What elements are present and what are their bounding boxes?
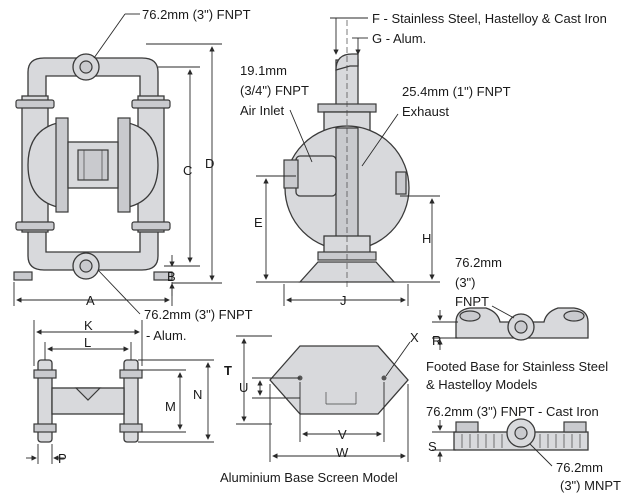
dim-label-e: E <box>254 215 263 230</box>
aluminium-base-view <box>236 335 411 462</box>
dim-label-p: P <box>58 451 67 466</box>
dim-label-t: T <box>224 363 232 378</box>
dim-label-l: L <box>84 335 92 350</box>
castiron-mnpt-thread-label: (3") MNPT <box>560 478 621 493</box>
dim-label-w: W <box>336 445 349 460</box>
air-inlet-thread-label: (3/4") FNPT <box>240 83 309 98</box>
dim-label-r: R <box>432 333 442 348</box>
footed-base-view <box>432 305 589 350</box>
dim-label-s: S <box>428 439 437 454</box>
air-inlet-label: Air Inlet <box>240 103 285 118</box>
dim-label-a: A <box>86 293 95 308</box>
dim-label-x: X <box>410 330 419 345</box>
castiron-mnpt-size-label: 76.2mm <box>556 460 603 475</box>
footed-port-thread-label: (3") <box>455 275 476 290</box>
dim-label-b: B <box>167 269 176 284</box>
dim-label-m: M <box>165 399 176 414</box>
dim-label-k: K <box>84 318 93 333</box>
dim-label-d: D <box>205 156 215 171</box>
dim-label-n: N <box>193 387 203 402</box>
front-bottom-port-label: 76.2mm (3") FNPT <box>144 307 253 322</box>
aluminium-base-caption: Aluminium Base Screen Model <box>220 470 398 485</box>
dim-label-j: J <box>340 293 347 308</box>
air-inlet-size-label: 19.1mm <box>240 63 287 78</box>
castiron-base-view <box>432 418 589 467</box>
exhaust-size-label: 25.4mm (1") FNPT <box>402 84 511 99</box>
front-bottom-port-alum-label: - Alum. <box>146 328 187 343</box>
top-view <box>26 320 214 464</box>
castiron-port-label: 76.2mm (3") FNPT - Cast Iron <box>426 404 599 419</box>
footed-base-caption-line2: & Hastelloy Models <box>426 377 538 392</box>
exhaust-label: Exhaust <box>402 104 449 119</box>
dim-label-h: H <box>422 231 432 246</box>
dim-label-v: V <box>338 427 347 442</box>
footed-port-type-label: FNPT <box>455 294 489 309</box>
front-view <box>13 13 222 315</box>
dim-label-c: C <box>183 163 193 178</box>
front-top-port-label: 76.2mm (3") FNPT <box>142 7 251 22</box>
side-view <box>256 17 440 306</box>
dim-label-u: U <box>239 380 249 395</box>
side-f-label: F - Stainless Steel, Hastelloy & Cast Ir… <box>372 11 607 26</box>
footed-port-size-label: 76.2mm <box>455 255 502 270</box>
footed-base-caption-line1: Footed Base for Stainless Steel <box>426 359 609 374</box>
side-g-label: G - Alum. <box>372 31 427 46</box>
